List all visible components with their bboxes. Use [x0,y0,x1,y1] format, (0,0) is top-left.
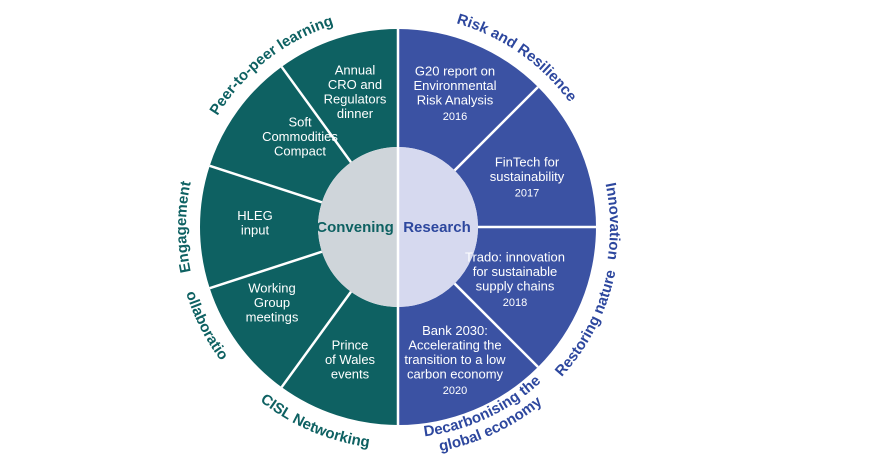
segment-bank-2030-accelerating-the-transition-to-a-low-carbon-economy-year: 2020 [443,385,467,397]
segment-working-group-meetings [209,251,351,388]
segment-fintech-for-sustainability-year: 2017 [515,188,539,200]
segment-g20-report-on-environmental-risk-analysis [398,29,539,171]
theme-label-innovation: Innovation [602,181,623,261]
convening-hub-label: Convening [316,219,394,236]
segment-prince-of-wales-events [281,291,398,425]
convening-hub-half [318,147,398,307]
segment-trado-innovation-for-sustainable-supply-chains [454,227,596,368]
segment-divider [209,250,323,290]
segment-divider [453,282,539,368]
segment-fintech-for-sustainability [454,86,596,227]
segment-divider [280,290,352,388]
segment-annual-cro-and-regulators-dinner [281,29,398,163]
research-hub-label: Research [403,219,471,236]
research-hub-half [398,147,478,307]
theme-label-collaboration: Collaboration [0,0,231,363]
wheel-dividers [209,29,596,425]
segment-divider [453,86,539,172]
wheel-segments [200,29,596,425]
theme-label-engagement: Engagement [173,180,195,274]
segment-soft-commodities-compact [209,66,351,203]
segment-trado-innovation-for-sustainable-supply-chains-year: 2018 [503,297,527,309]
wheel-hub: Convening Research [316,147,478,307]
segment-bank-2030-accelerating-the-transition-to-a-low-carbon-economy [398,283,539,425]
segment-divider [280,66,352,164]
segment-g20-report-on-environmental-risk-analysis-year: 2016 [443,111,467,123]
segment-divider [209,164,323,204]
segment-hleg-input [200,165,322,289]
